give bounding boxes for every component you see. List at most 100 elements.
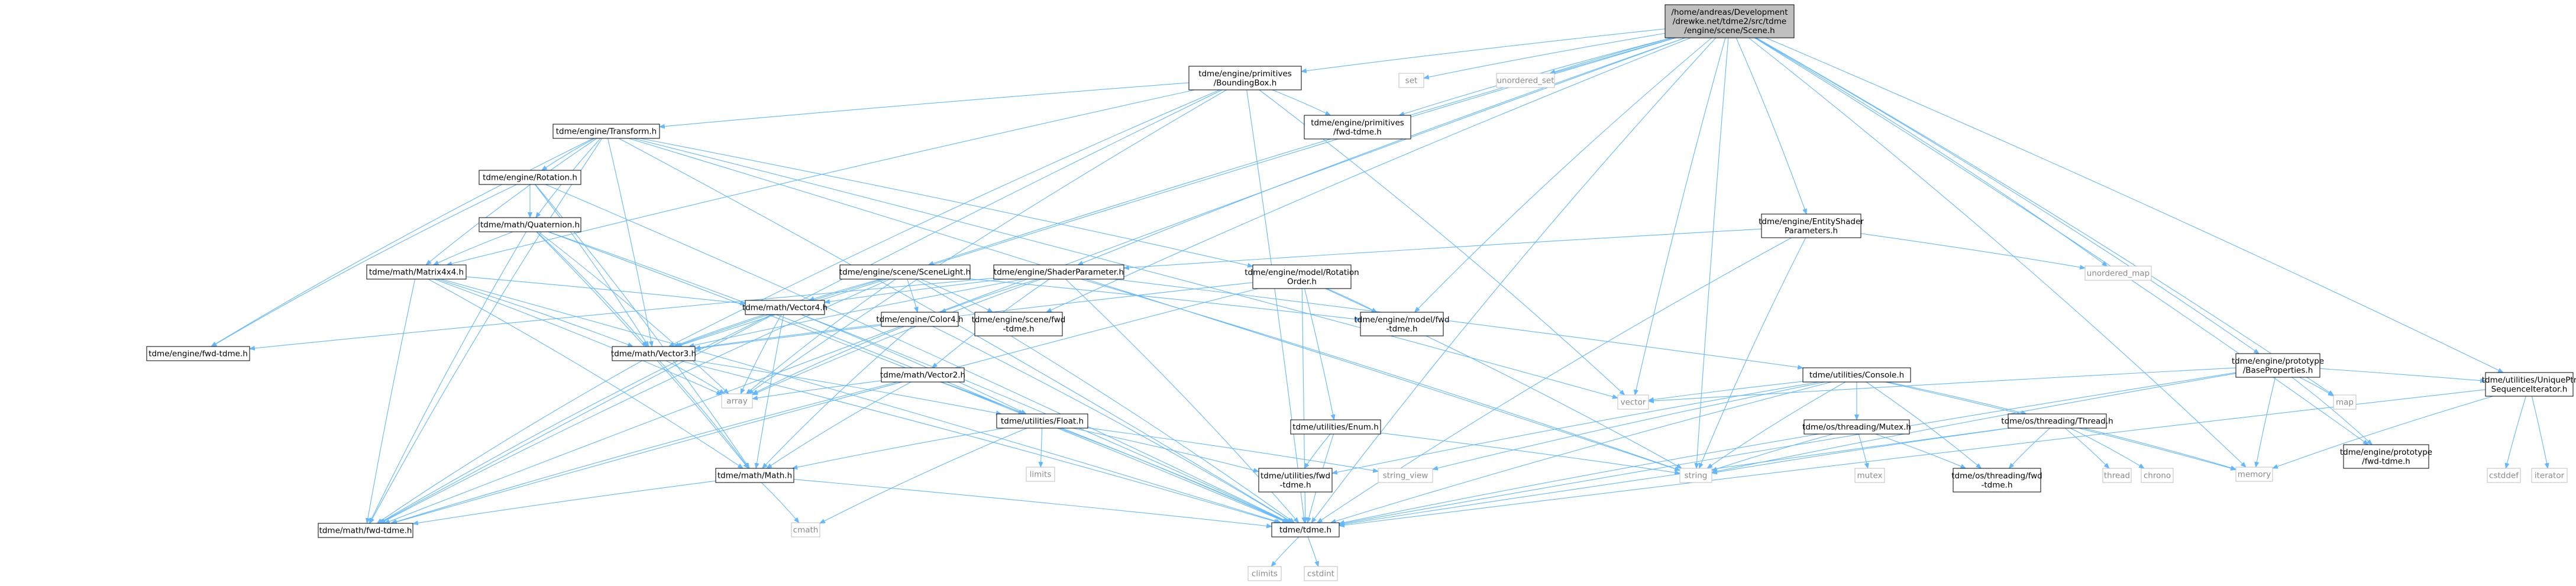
node-label: tdme/math/fwd-tdme.h [319,526,412,536]
edge-vector2-to-array [752,380,882,399]
node-baseprops[interactable]: tdme/engine/prototype/BaseProperties.h [2232,353,2324,378]
edge-float-to-math [792,428,1005,468]
node-vector4[interactable]: tdme/math/Vector4.h [742,300,828,315]
edge-quaternion-to-matrix [434,231,513,266]
edge-color4-to-array [752,326,904,394]
node-label: unordered_map [2087,269,2150,279]
edge-scene-to-uniqueptr [1766,37,2503,373]
node-label: tdme/engine/primitives [1311,118,1404,128]
edge-console-to-tdme [1331,381,1832,523]
node-enum[interactable]: tdme/utilities/Enum.h [1290,419,1381,435]
edge-console-to-vectorstd [1649,381,1803,400]
node-label: memory [2238,470,2271,480]
node-transform[interactable]: tdme/engine/Transform.h [552,124,660,139]
node-label: iterator [2535,471,2565,481]
edge-vector2-to-math [767,381,912,468]
edge-quaternion-to-mathfwd [369,231,527,523]
edge-mutex_h-to-threadfwd [1875,433,1966,469]
node-tdme[interactable]: tdme/tdme.h [1271,522,1340,538]
node-mutex_h[interactable]: tdme/os/threading/Mutex.h [1802,419,1911,435]
edge-scene-to-entityshader [1735,37,1806,214]
node-label: tdme/engine/primitives [1198,69,1292,79]
node-label: tdme/utilities/fwd [1260,471,1330,481]
node-label: limits [1030,470,1052,480]
node-mathfwd[interactable]: tdme/math/fwd-tdme.h [318,523,413,538]
edge-bbox-to-matrix [447,89,1195,265]
edge-scene-to-tdme [1311,37,1717,523]
node-color4[interactable]: tdme/engine/Color4.h [876,312,964,327]
node-scenelight[interactable]: tdme/engine/scene/SceneLight.h [839,264,971,280]
edge-scenelight-to-modelfwd [969,278,1360,320]
edge-bbox-to-transform [660,82,1190,127]
node-bbox[interactable]: tdme/engine/primitives/BoundingBox.h [1188,66,1302,90]
node-modelfwd[interactable]: tdme/engine/model/fwd-tdme.h [1354,312,1450,336]
node-primfwd[interactable]: tdme/engine/primitives/fwd-tdme.h [1304,115,1411,140]
edge-scene-to-shaderparam [1078,37,1686,266]
edge-scenelight-to-color4 [907,279,918,312]
node-shaderparam[interactable]: tdme/engine/ShaderParameter.h [993,264,1124,280]
node-label: tdme/tdme.h [1279,526,1331,535]
node-label: tdme/math/Vector3.h [611,349,696,359]
edge-vector4-to-math [756,314,784,468]
node-scene[interactable]: /home/andreas/Development/drewke.net/tdm… [1664,4,1795,38]
node-thread_h[interactable]: tdme/os/threading/Thread.h [2001,413,2113,429]
node-math[interactable]: tdme/math/Math.h [715,468,794,483]
node-box [612,346,696,361]
node-threadfwd[interactable]: tdme/os/threading/fwd-tdme.h [1951,468,2042,493]
edge-float-to-utilfwd [1072,428,1259,472]
node-box [1664,4,1795,38]
edge-matrix-to-array [434,279,722,396]
node-label: /fwd-tdme.h [1333,127,1382,137]
node-label: cstdint [1307,569,1334,579]
node-console[interactable]: tdme/utilities/Console.h [1802,367,1911,383]
node-utilfwd[interactable]: tdme/utilities/fwd-tdme.h [1258,468,1333,493]
edge-scenelight-to-scenefwd [920,279,993,312]
edge-float-to-string_view [1087,427,1378,472]
node-box [1496,73,1555,88]
edge-vector3-to-array [665,360,725,394]
node-quaternion[interactable]: tdme/math/Quaternion.h [479,217,581,232]
node-vector2[interactable]: tdme/math/Vector2.h [880,367,965,383]
node-label: tdme/engine/EntityShader [1759,217,1864,226]
node-box [993,264,1124,280]
edge-matrix-to-tdme [441,279,1281,523]
edge-math-to-cmath [761,482,799,523]
edge-rotorder-to-vector3 [695,282,1253,349]
edge-scene-to-scenefwd [1046,37,1691,313]
node-label: /fwd-tdme.h [2362,457,2410,466]
node-box [1271,522,1340,538]
edge-matrix-to-vector3 [437,279,633,347]
node-box [1252,264,1352,289]
node-engfwd[interactable]: tdme/engine/fwd-tdme.h [146,346,250,361]
node-label: tdme/engine/model/Rotation [1245,268,1359,277]
edge-uniqueptr-to-cstddef [2506,396,2526,468]
node-rotation[interactable]: tdme/engine/Rotation.h [479,170,581,185]
node-box [1953,468,2041,493]
edge-baseprops-to-string [1712,373,2236,472]
node-thread: thread [2102,468,2132,483]
node-array: array [721,393,753,409]
node-vector3[interactable]: tdme/math/Vector3.h [611,346,696,361]
edge-shaderparam-to-vector4 [825,279,1004,302]
edge-entityshader-to-string [1699,237,1806,468]
node-label: /home/andreas/Development [1671,8,1788,17]
node-label: tdme/math/Quaternion.h [480,221,580,230]
node-box [2343,444,2429,469]
edge-transform-to-vectorstd [633,138,1618,398]
node-float[interactable]: tdme/utilities/Float.h [996,413,1088,429]
node-protofwd[interactable]: tdme/engine/prototype/fwd-tdme.h [2340,444,2432,469]
node-set: set [1398,73,1424,88]
node-box [721,393,753,409]
node-box [2531,468,2568,483]
edge-matrix-to-math [428,279,743,468]
node-matrix[interactable]: tdme/math/Matrix4x4.h [366,264,467,280]
node-box [1398,73,1424,88]
node-box [2084,266,2152,281]
node-scenefwd[interactable]: tdme/engine/scene/fwd-tdme.h [972,312,1066,336]
edge-uniqueptr-to-iterator [2531,396,2548,468]
edge-scene-to-vectorstd [1635,37,1726,395]
node-uniqueptr[interactable]: tdme/utilities/UniquePtrSequenceIterator… [2482,372,2576,397]
edge-thread_h-to-threadfwd [2009,428,2051,468]
